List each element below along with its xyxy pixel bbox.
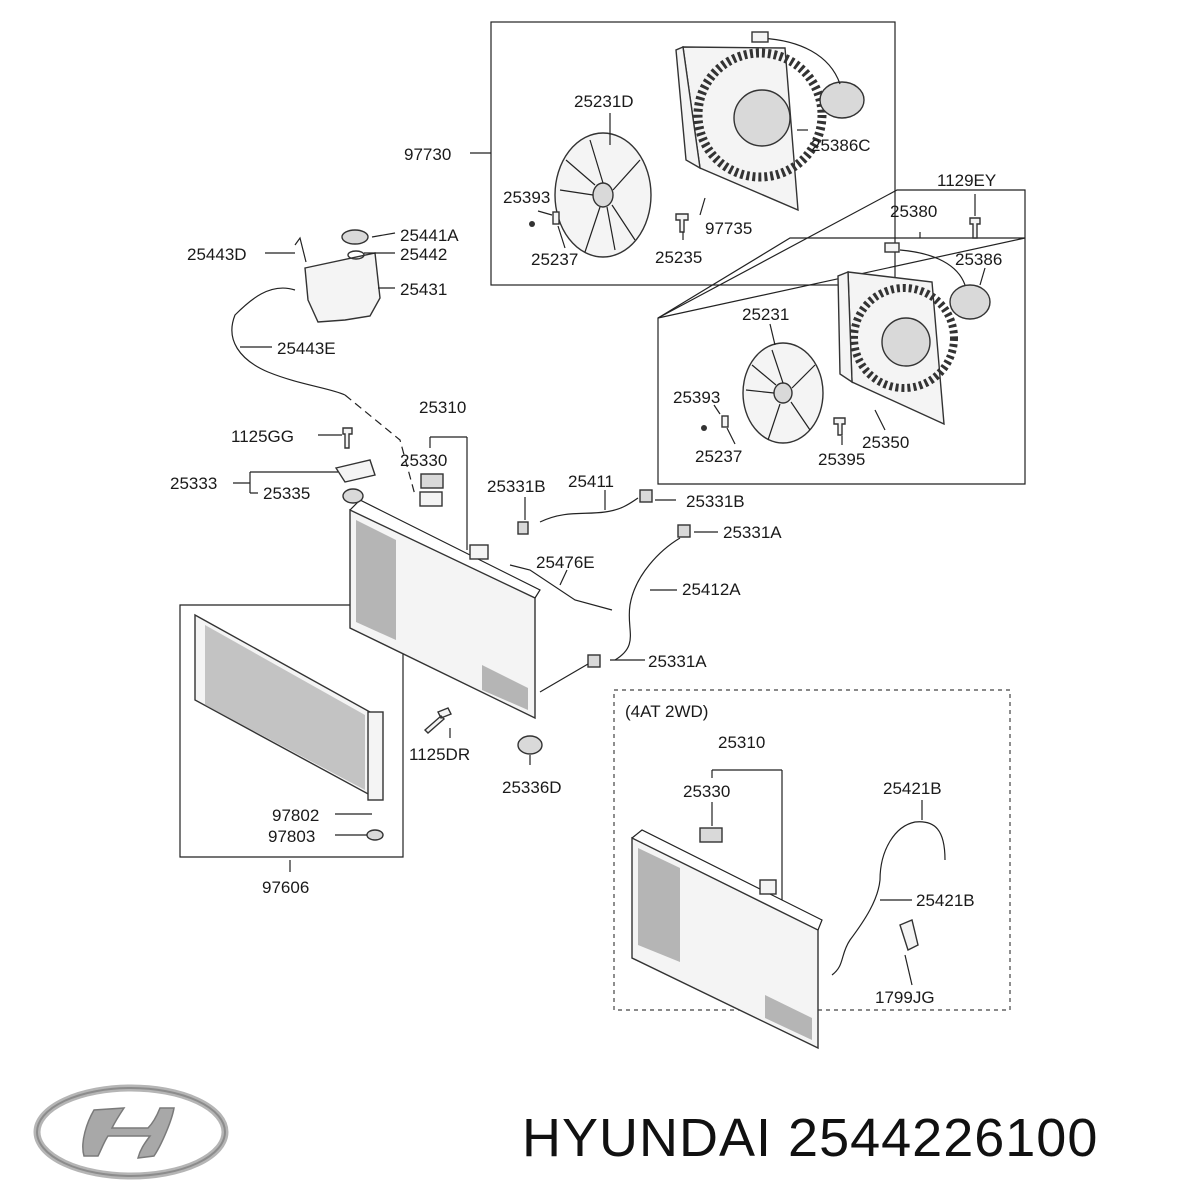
label-25386C: 25386C [811, 136, 871, 155]
label-1129EY: 1129EY [937, 171, 996, 190]
pipe-25476E [509, 564, 613, 611]
label-4at-2wd: (4AT 2WD) [625, 702, 708, 721]
label-25350: 25350 [862, 433, 909, 452]
label-25421B-lower: 25421B [916, 891, 975, 910]
label-25386: 25386 [955, 250, 1002, 269]
label-25330-main: 25330 [400, 451, 447, 470]
clamp-25331B-b [639, 489, 653, 503]
clip-25237-lower [721, 415, 729, 428]
cap-25330 [420, 473, 444, 489]
bolt-25393-upper [529, 221, 535, 227]
fan-assembly-box-lower [657, 189, 1026, 485]
fan-shroud-lower [837, 270, 958, 426]
label-25443E: 25443E [277, 339, 336, 358]
label-25476E: 25476E [536, 553, 595, 572]
bolt-1125GG [342, 427, 353, 449]
label-25310-main: 25310 [419, 398, 466, 417]
label-25393-upper: 25393 [503, 188, 550, 207]
label-25310-variant: 25310 [718, 733, 765, 752]
label-25331A-a: 25331A [723, 523, 782, 542]
fan-motor-upper [751, 31, 865, 119]
label-25443D: 25443D [187, 245, 247, 264]
fan-shroud-upper [675, 45, 827, 212]
radiator-main [349, 491, 541, 720]
label-25395: 25395 [818, 450, 865, 469]
fan-blade-upper [554, 132, 652, 258]
clip-25237-upper [552, 211, 560, 225]
part-number: 2544226100 [788, 1108, 1099, 1168]
hose-25412A [614, 537, 681, 661]
clamp-25331B-a [517, 521, 529, 535]
label-25411: 25411 [568, 472, 614, 491]
dashed-overflow-line [344, 394, 416, 496]
label-25335: 25335 [263, 484, 310, 503]
mount-25336D [517, 735, 543, 755]
label-25431: 25431 [400, 280, 447, 299]
label-25441A: 25441A [400, 226, 459, 245]
label-25333: 25333 [170, 474, 217, 493]
clamp-25331A-b [587, 654, 601, 668]
bolt-1125DR [423, 707, 452, 734]
label-25237-lower: 25237 [695, 447, 742, 466]
label-25331B-b: 25331B [686, 492, 745, 511]
label-25412A: 25412A [682, 580, 741, 599]
label-25442: 25442 [400, 245, 447, 264]
bracket-25333 [334, 459, 376, 483]
label-25330-variant: 25330 [683, 782, 730, 801]
brand-caption: HYUNDAI 2544226100 [522, 1107, 1098, 1169]
label-97606: 97606 [262, 878, 309, 897]
label-25237-upper: 25237 [531, 250, 578, 269]
insulator-25335 [342, 488, 364, 504]
bolt-25393-lower [701, 425, 707, 431]
label-1125DR: 1125DR [409, 745, 470, 764]
radiator-variant [631, 827, 823, 1050]
fan-blade-lower [742, 342, 824, 444]
clamp-25331A-a [677, 524, 691, 538]
label-25380: 25380 [890, 202, 937, 221]
label-25231D: 25231D [574, 92, 634, 111]
label-97735: 97735 [705, 219, 752, 238]
screw-25395 [833, 417, 846, 436]
label-25231: 25231 [742, 305, 789, 324]
label-25421B-upper: 25421B [883, 779, 942, 798]
reservoir-tank [294, 229, 381, 323]
label-25393-lower: 25393 [673, 388, 720, 407]
label-25336D: 25336D [502, 778, 562, 797]
label-97730: 97730 [404, 145, 451, 164]
leader-lines [233, 113, 986, 986]
hose-25421B [831, 821, 946, 976]
label-25331B-a: 25331B [487, 477, 546, 496]
hose-25443E [231, 287, 346, 396]
label-1125GG: 1125GG [231, 427, 294, 446]
brand-name: HYUNDAI [522, 1108, 773, 1168]
label-97803: 97803 [268, 827, 315, 846]
clip-1799JG [899, 919, 919, 951]
bolt-1129EY [969, 217, 981, 239]
screw-25235 [675, 213, 689, 233]
label-1799JG: 1799JG [875, 988, 935, 1007]
label-25235: 25235 [655, 248, 702, 267]
label-97802: 97802 [272, 806, 319, 825]
hose-25411 [539, 497, 639, 523]
label-25331A-b: 25331A [648, 652, 707, 671]
condenser [194, 613, 384, 841]
condenser-box [179, 604, 404, 858]
hyundai-logo-icon [33, 1084, 229, 1180]
fan-motor-lower [884, 242, 991, 320]
